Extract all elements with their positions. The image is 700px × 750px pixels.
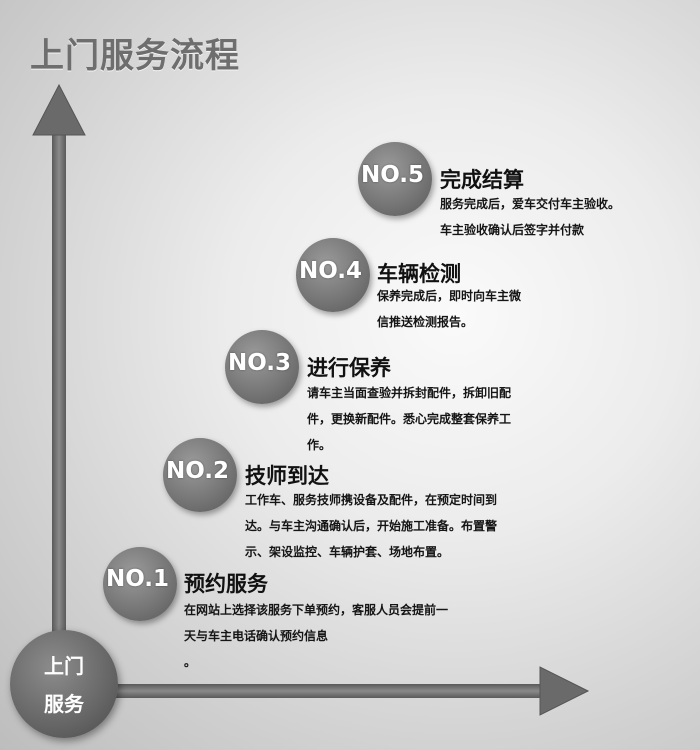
step-title: 预约服务 bbox=[184, 572, 268, 596]
step-description-line: 请车主当面查验并拆封配件，拆卸旧配 bbox=[307, 386, 512, 400]
step-description-line: 作。 bbox=[307, 438, 332, 452]
step-description-line: 服务完成后，爱车交付车主验收。 bbox=[440, 197, 621, 211]
step-description-line: 天与车主电话确认预约信息 bbox=[184, 629, 329, 643]
step-badge-circle bbox=[103, 547, 177, 621]
step-description: 请车主当面查验并拆封配件，拆卸旧配 件，更换新配件。悉心完成整套保养工 作。 bbox=[307, 380, 577, 458]
step-description-line: 保养完成后，即时向车主微 bbox=[377, 289, 522, 303]
step-badge-label: NO.2 bbox=[166, 458, 230, 484]
step-title: 技师到达 bbox=[245, 464, 329, 488]
step-badge-label: NO.1 bbox=[106, 566, 170, 592]
origin-label-line2: 服务 bbox=[44, 692, 84, 716]
step-description-line: 车主验收确认后签字并付款 bbox=[440, 223, 585, 237]
step-title: 进行保养 bbox=[307, 356, 391, 380]
step-badge-label: NO.4 bbox=[299, 258, 363, 284]
step-title: 车辆检测 bbox=[377, 262, 461, 286]
step-badge-circle bbox=[358, 142, 432, 216]
horizontal-axis-arrow bbox=[60, 666, 590, 716]
step-badge-circle bbox=[163, 438, 237, 512]
step-description-line: 工作车、服务技师携设备及配件，在预定时间到 bbox=[245, 493, 498, 507]
step-description: 工作车、服务技师携设备及配件，在预定时间到 达。与车主沟通确认后，开始施工准备。… bbox=[245, 487, 575, 565]
step-description: 服务完成后，爱车交付车主验收。 车主验收确认后签字并付款 bbox=[440, 191, 680, 243]
step-description-line: 达。与车主沟通确认后，开始施工准备。布置警 bbox=[245, 519, 498, 533]
origin-circle: 上门 服务 bbox=[10, 630, 118, 738]
step-description-line: 在网站上选择该服务下单预约，客服人员会提前一 bbox=[184, 603, 449, 617]
step-badge-circle bbox=[296, 238, 370, 312]
step-description-line: 示、架设监控、车辆护套、场地布置。 bbox=[245, 545, 450, 559]
step-description: 在网站上选择该服务下单预约，客服人员会提前一 天与车主电话确认预约信息 。 bbox=[184, 597, 524, 675]
step-description: 保养完成后，即时向车主微 信推送检测报告。 bbox=[377, 283, 577, 335]
origin-label-line1: 上门 bbox=[44, 654, 84, 678]
step-badge-circle bbox=[225, 330, 299, 404]
step-badge-label: NO.3 bbox=[228, 350, 292, 376]
vertical-axis-arrow bbox=[32, 83, 86, 690]
step-description-line: 。 bbox=[184, 655, 197, 669]
step-title: 完成结算 bbox=[440, 168, 524, 192]
page-title: 上门服务流程 bbox=[30, 36, 240, 76]
step-description-line: 信推送检测报告。 bbox=[377, 315, 474, 329]
step-description-line: 件，更换新配件。悉心完成整套保养工 bbox=[307, 412, 512, 426]
step-badge-label: NO.5 bbox=[361, 162, 425, 188]
